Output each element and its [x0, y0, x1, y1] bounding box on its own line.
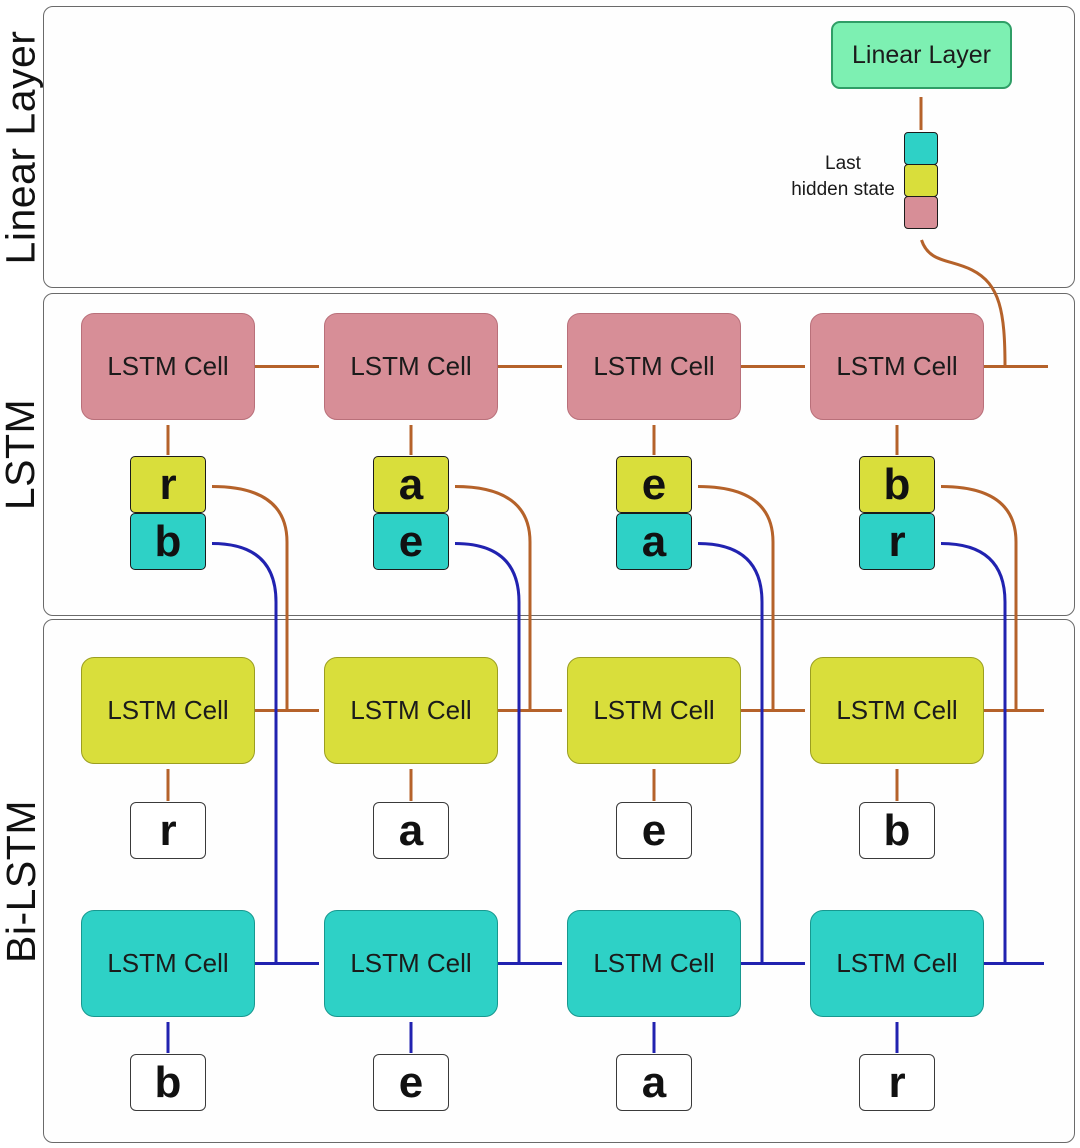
backward-input-3: a: [616, 1054, 692, 1111]
linear-layer-side-label-text: Linear Layer: [0, 30, 44, 264]
bilstm-side-label-text: Bi-LSTM: [0, 799, 44, 963]
hidden-state-block-pink: [904, 196, 938, 229]
stack-3-bottom-letter: a: [616, 513, 692, 570]
linear-layer-side-label: Linear Layer: [0, 6, 44, 288]
lstm-cell-4: LSTM Cell: [810, 313, 984, 420]
hidden-state-caption: Last hidden state: [773, 151, 913, 202]
forward-input-3: e: [616, 802, 692, 859]
stack-4-top-letter: b: [859, 456, 935, 513]
hidden-state-caption-line1: Last: [825, 153, 861, 174]
backward-input-1: b: [130, 1054, 206, 1111]
forward-lstm-cell-3: LSTM Cell: [567, 657, 741, 764]
stack-2-top-letter: a: [373, 456, 449, 513]
backward-lstm-cell-2: LSTM Cell: [324, 910, 498, 1017]
forward-lstm-cell-1: LSTM Cell: [81, 657, 255, 764]
lstm-cell-3: LSTM Cell: [567, 313, 741, 420]
linear-layer-box: Linear Layer: [831, 21, 1012, 89]
stack-4-bottom-letter: r: [859, 513, 935, 570]
stack-3-top-letter: e: [616, 456, 692, 513]
lstm-cell-1: LSTM Cell: [81, 313, 255, 420]
stack-1-top-letter: r: [130, 456, 206, 513]
backward-lstm-cell-1: LSTM Cell: [81, 910, 255, 1017]
bilstm-side-label: Bi-LSTM: [0, 619, 44, 1143]
forward-input-4: b: [859, 802, 935, 859]
stack-1-bottom-letter: b: [130, 513, 206, 570]
lstm-cell-2: LSTM Cell: [324, 313, 498, 420]
lstm-side-label-text: LSTM: [0, 398, 44, 511]
backward-lstm-cell-4: LSTM Cell: [810, 910, 984, 1017]
forward-lstm-cell-2: LSTM Cell: [324, 657, 498, 764]
forward-input-2: a: [373, 802, 449, 859]
backward-input-2: e: [373, 1054, 449, 1111]
hidden-state-block-cyan: [904, 132, 938, 165]
forward-lstm-cell-4: LSTM Cell: [810, 657, 984, 764]
backward-lstm-cell-3: LSTM Cell: [567, 910, 741, 1017]
backward-input-4: r: [859, 1054, 935, 1111]
stack-2-bottom-letter: e: [373, 513, 449, 570]
lstm-side-label: LSTM: [0, 293, 44, 616]
forward-input-1: r: [130, 802, 206, 859]
hidden-state-caption-line2: hidden state: [791, 178, 895, 200]
